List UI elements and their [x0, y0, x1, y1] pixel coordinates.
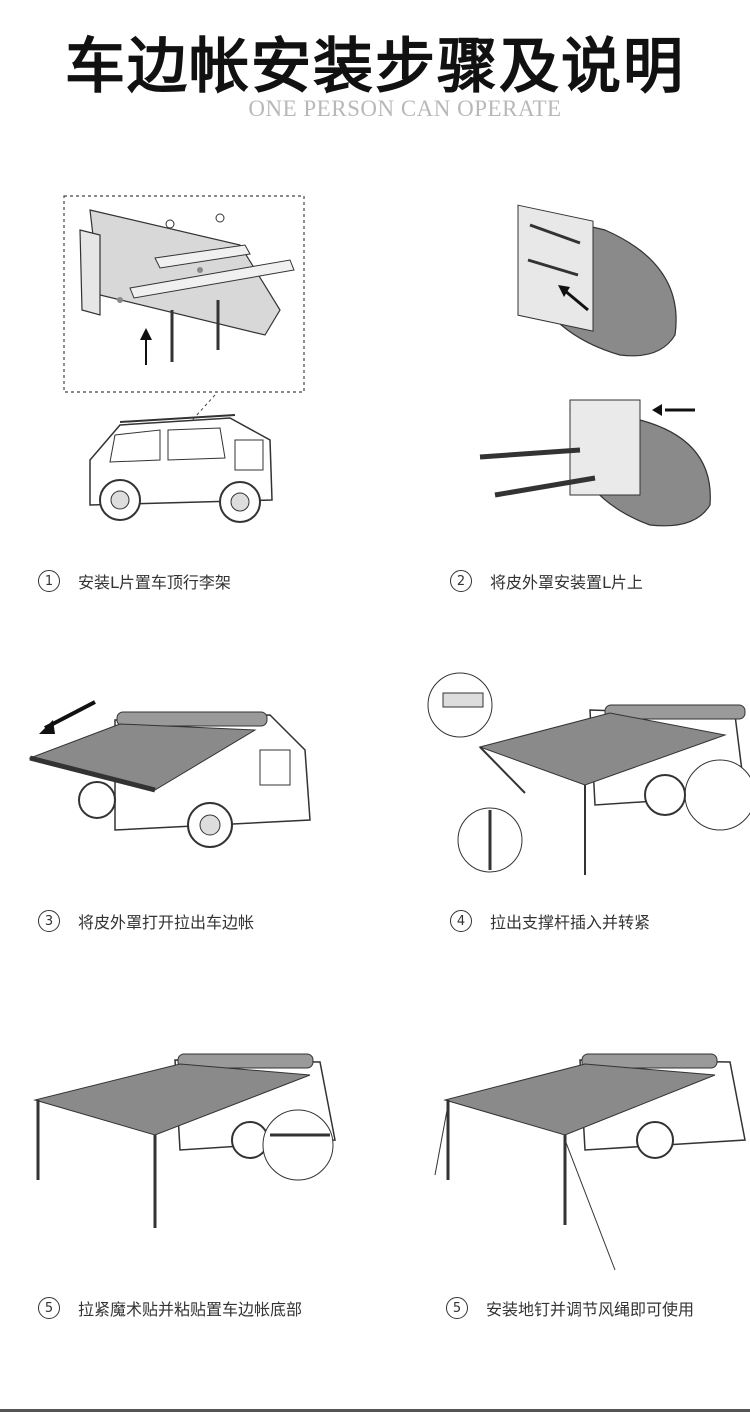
step-3-illustration: [25, 690, 320, 865]
step-2-caption: 2 将皮外罩安装置L片上: [450, 566, 643, 596]
step-text: 安装地钉并调节风绳即可使用: [486, 1300, 695, 1319]
step-4-illustration: [425, 665, 750, 885]
step-number: 4: [450, 910, 472, 932]
step-number: 2: [450, 570, 472, 592]
step-6-illustration: [430, 1050, 750, 1275]
step-number: 1: [38, 570, 60, 592]
step-2-illustration: [470, 195, 750, 550]
step-3-caption: 3 将皮外罩打开拉出车边帐: [38, 906, 254, 936]
page-subtitle: ONE PERSON CAN OPERATE: [248, 96, 562, 121]
step-text: 拉出支撑杆插入并转紧: [490, 913, 651, 932]
step-1-illustration: [60, 190, 320, 535]
bottom-divider: [0, 1409, 750, 1412]
step-text: 安装L片置车顶行李架: [78, 573, 231, 592]
step-1-caption: 1 安装L片置车顶行李架: [38, 566, 231, 596]
step-6-caption: 5 安装地钉并调节风绳即可使用: [446, 1293, 694, 1323]
step-number: 5: [38, 1297, 60, 1319]
step-4-caption: 4 拉出支撑杆插入并转紧: [450, 906, 650, 936]
page-title: 车边帐安装步骤及说明: [65, 32, 685, 102]
step-5-caption: 5 拉紧魔术贴并粘贴置车边帐底部: [38, 1293, 302, 1323]
step-text: 将皮外罩安装置L片上: [490, 573, 643, 592]
step-text: 拉紧魔术贴并粘贴置车边帐底部: [78, 1300, 303, 1319]
step-number: 5: [446, 1297, 468, 1319]
step-text: 将皮外罩打开拉出车边帐: [78, 913, 255, 932]
step-number: 3: [38, 910, 60, 932]
step-5-illustration: [30, 1050, 345, 1230]
